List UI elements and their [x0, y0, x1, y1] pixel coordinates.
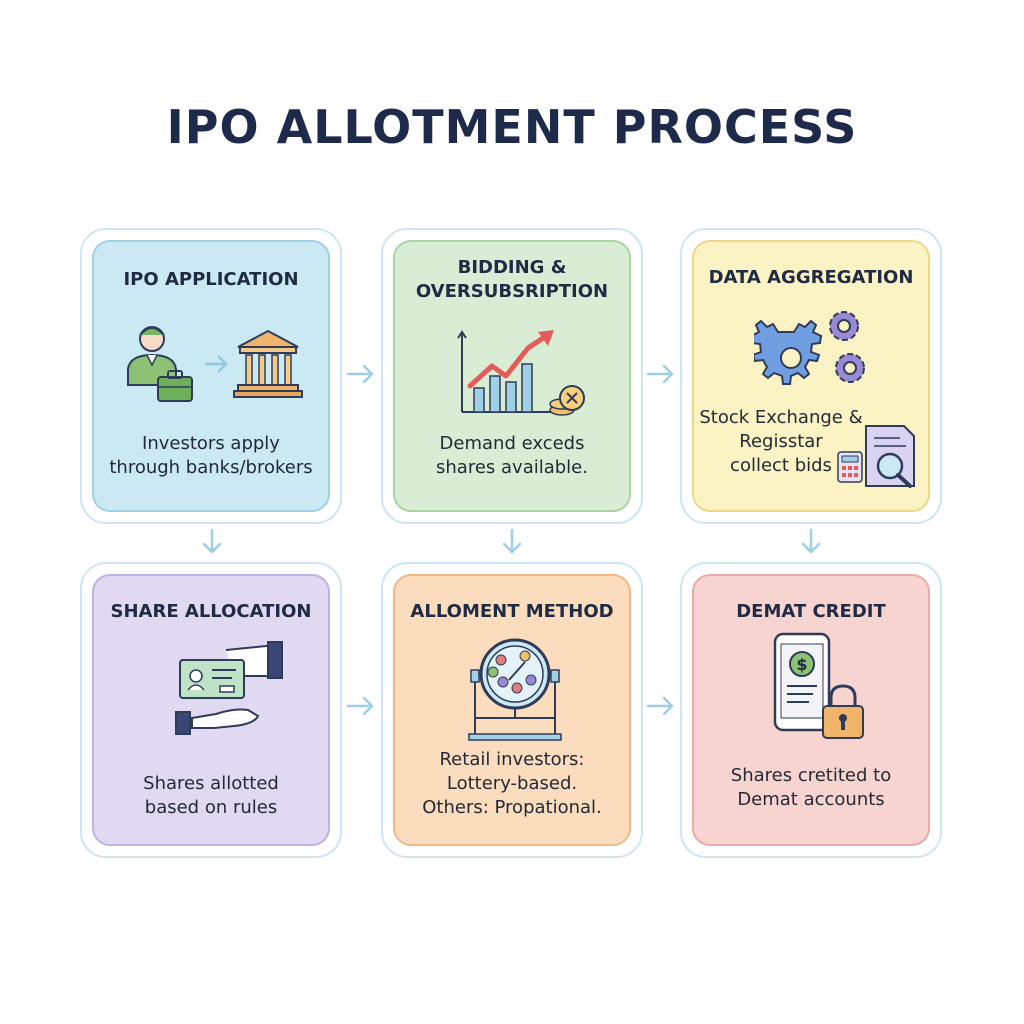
step-card: DEMAT CREDIT $ Shares cretited to Demat …: [692, 574, 930, 846]
arrow-down-icon: [502, 528, 522, 554]
handover-certificate-icon: [175, 641, 283, 735]
step-card: IPO APPLICATION Investors apply t: [92, 240, 330, 512]
lottery-drum-icon: [468, 638, 562, 741]
gears-icon: [754, 311, 865, 385]
step-description-line: Retail investors:: [439, 749, 585, 770]
step-bidding: BIDDING & OVERSUBSRIPTION Demand exceds …: [381, 228, 643, 524]
step-card: DATA AGGREGATION Stock Exchange & Regiss…: [692, 240, 930, 512]
step-description-line: collect bids: [730, 455, 832, 476]
arrow-right-icon: [346, 696, 374, 716]
investor-to-bank-icon: [127, 326, 303, 402]
step-description-line: Stock Exchange &: [699, 407, 863, 428]
page-title: IPO ALLOTMENT PROCESS: [166, 100, 858, 154]
step-description-line: Investors apply: [142, 433, 280, 454]
step-title-line: OVERSUBSRIPTION: [415, 281, 609, 302]
step-allotment-method: ALLOMENT METHOD Retail investors: Lotter…: [381, 562, 643, 858]
step-description-line: Regisstar: [739, 431, 823, 452]
arrow-right-icon: [646, 364, 674, 384]
step-description: Investors apply through banks/brokers: [94, 432, 328, 480]
step-card: ALLOMENT METHOD Retail investors: Lotter…: [393, 574, 631, 846]
step-description-line: Shares allotted: [143, 773, 279, 794]
arrow-down-icon: [202, 528, 222, 554]
step-description: Shares cretited to Demat accounts: [694, 764, 928, 812]
step-title: IPO APPLICATION: [123, 269, 299, 290]
step-title: BIDDING & OVERSUBSRIPTION: [395, 256, 629, 304]
step-description-line: Demand exceds: [439, 433, 585, 454]
document-search-icon: [837, 425, 915, 488]
step-description-line: Others: Propational.: [422, 797, 602, 818]
arrow-down-icon: [801, 528, 821, 554]
step-description: Stock Exchange & Regisstar collect bids: [664, 406, 898, 478]
step-share-allocation: SHARE ALLOCATION Shares allotted based o…: [80, 562, 342, 858]
svg-text:$: $: [796, 655, 807, 674]
step-demat-credit: DEMAT CREDIT $ Shares cretited to Demat …: [680, 562, 942, 858]
step-title: ALLOMENT METHOD: [410, 601, 614, 622]
step-description: Retail investors: Lottery-based. Others:…: [395, 748, 629, 820]
arrow-right-icon: [346, 364, 374, 384]
step-title: SHARE ALLOCATION: [110, 601, 312, 622]
step-description-line: through banks/brokers: [109, 457, 313, 478]
step-title-line: BIDDING &: [457, 257, 567, 278]
step-description: Demand exceds shares available.: [395, 432, 629, 480]
step-description-line: based on rules: [144, 797, 278, 818]
step-card: SHARE ALLOCATION Shares allotted based o…: [92, 574, 330, 846]
step-card: BIDDING & OVERSUBSRIPTION Demand exceds …: [393, 240, 631, 512]
rising-chart-icon: [457, 330, 585, 416]
phone-lock-icon: $: [773, 632, 864, 739]
arrow-right-icon: [646, 696, 674, 716]
step-description-line: shares available.: [436, 457, 588, 478]
step-title: DATA AGGREGATION: [708, 267, 914, 288]
step-description-line: Lottery-based.: [446, 773, 578, 794]
step-title: DEMAT CREDIT: [736, 601, 886, 622]
step-ipo-application: IPO APPLICATION Investors apply t: [80, 228, 342, 524]
step-description-line: Demat accounts: [737, 789, 885, 810]
step-description-line: Shares cretited to: [730, 765, 892, 786]
step-description: Shares allotted based on rules: [94, 772, 328, 820]
step-data-aggregation: DATA AGGREGATION Stock Exchange & Regiss…: [680, 228, 942, 524]
